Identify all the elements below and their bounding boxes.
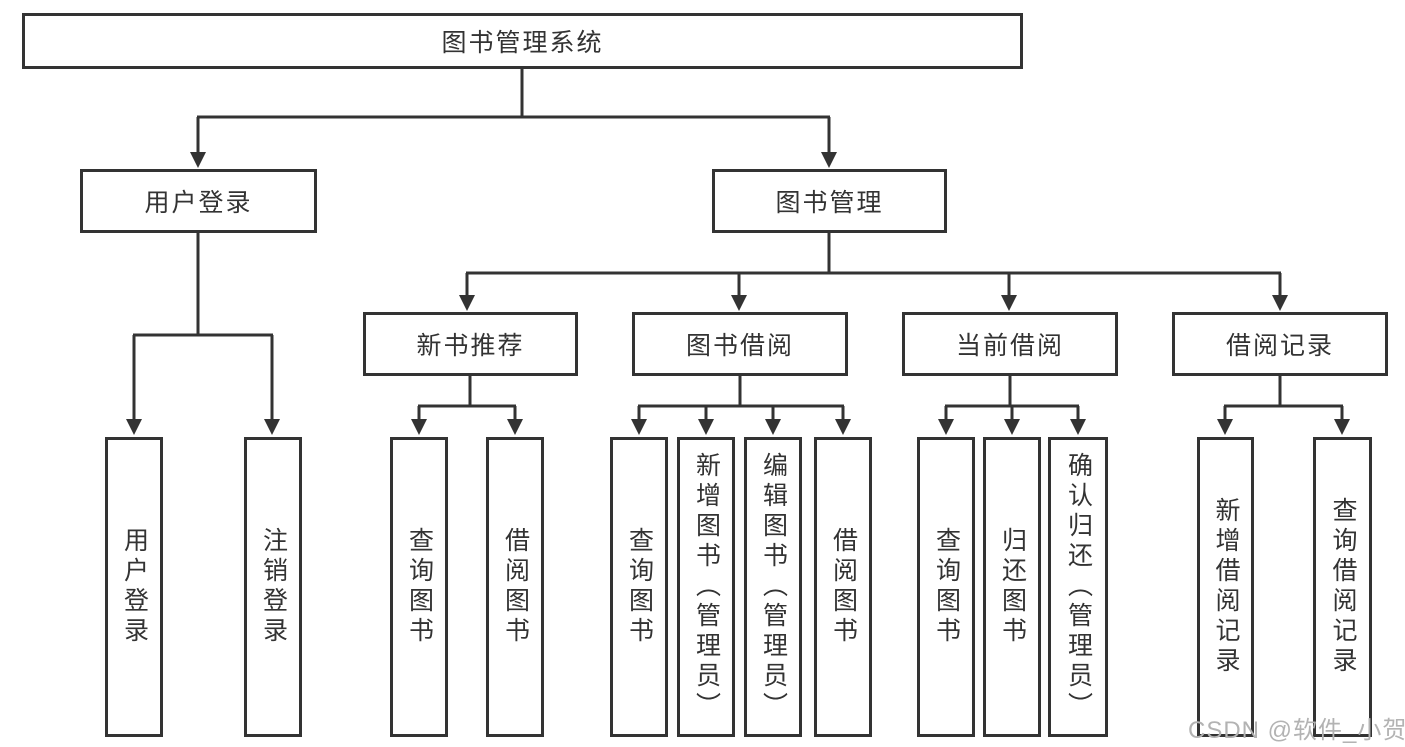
node-book-borrow-label: 图书借阅 bbox=[685, 332, 794, 360]
node-book-management: 图书管理 bbox=[712, 169, 947, 233]
leaf-add-books-admin: 新增图书（管理员） bbox=[677, 437, 735, 737]
leaf-edit-books-admin-label: 编辑图书（管理员） bbox=[759, 452, 788, 722]
leaf-borrow-books-label: 借阅图书 bbox=[829, 527, 858, 647]
leaf-logout: 注销登录 bbox=[244, 437, 302, 737]
leaf-query-books-borrow-label: 查询图书 bbox=[625, 527, 654, 647]
node-new-book-recommend-label: 新书推荐 bbox=[416, 332, 525, 360]
leaf-add-books-admin-label: 新增图书（管理员） bbox=[692, 452, 721, 722]
leaf-return-books-label: 归还图书 bbox=[998, 527, 1027, 647]
node-root-label: 图书管理系统 bbox=[441, 29, 604, 57]
leaf-edit-books-admin: 编辑图书（管理员） bbox=[744, 437, 802, 737]
leaf-query-books-recommend: 查询图书 bbox=[390, 437, 448, 737]
leaf-user-login-label: 用户登录 bbox=[120, 527, 149, 647]
leaf-query-borrow-record: 查询借阅记录 bbox=[1313, 437, 1372, 737]
leaf-borrow-books: 借阅图书 bbox=[814, 437, 872, 737]
leaf-query-books-current-label: 查询图书 bbox=[932, 527, 961, 647]
leaf-borrow-books-recommend-label: 借阅图书 bbox=[501, 527, 530, 647]
node-root: 图书管理系统 bbox=[22, 13, 1023, 69]
node-current-borrow: 当前借阅 bbox=[902, 312, 1118, 376]
leaf-logout-label: 注销登录 bbox=[259, 527, 288, 647]
node-book-management-label: 图书管理 bbox=[775, 189, 884, 217]
leaf-add-borrow-record-label: 新增借阅记录 bbox=[1212, 497, 1240, 677]
leaf-query-books-recommend-label: 查询图书 bbox=[405, 527, 434, 647]
leaf-confirm-return-admin-label: 确认归还（管理员） bbox=[1064, 452, 1093, 722]
leaf-add-borrow-record: 新增借阅记录 bbox=[1197, 437, 1254, 737]
leaf-query-borrow-record-label: 查询借阅记录 bbox=[1329, 497, 1357, 677]
leaf-query-books-current: 查询图书 bbox=[917, 437, 975, 737]
node-book-borrow: 图书借阅 bbox=[632, 312, 848, 376]
node-new-book-recommend: 新书推荐 bbox=[363, 312, 578, 376]
watermark-text: CSDN @软件_小贺同学 bbox=[1188, 717, 1405, 744]
node-current-borrow-label: 当前借阅 bbox=[955, 332, 1064, 360]
arrowheads bbox=[126, 152, 1350, 435]
node-borrow-records: 借阅记录 bbox=[1172, 312, 1388, 376]
leaf-return-books: 归还图书 bbox=[983, 437, 1041, 737]
node-user-login: 用户登录 bbox=[80, 169, 317, 233]
leaf-confirm-return-admin: 确认归还（管理员） bbox=[1048, 437, 1108, 737]
node-borrow-records-label: 借阅记录 bbox=[1225, 332, 1334, 360]
leaf-user-login: 用户登录 bbox=[105, 437, 163, 737]
leaf-query-books-borrow: 查询图书 bbox=[610, 437, 668, 737]
leaf-borrow-books-recommend: 借阅图书 bbox=[486, 437, 544, 737]
node-user-login-label: 用户登录 bbox=[144, 189, 253, 217]
